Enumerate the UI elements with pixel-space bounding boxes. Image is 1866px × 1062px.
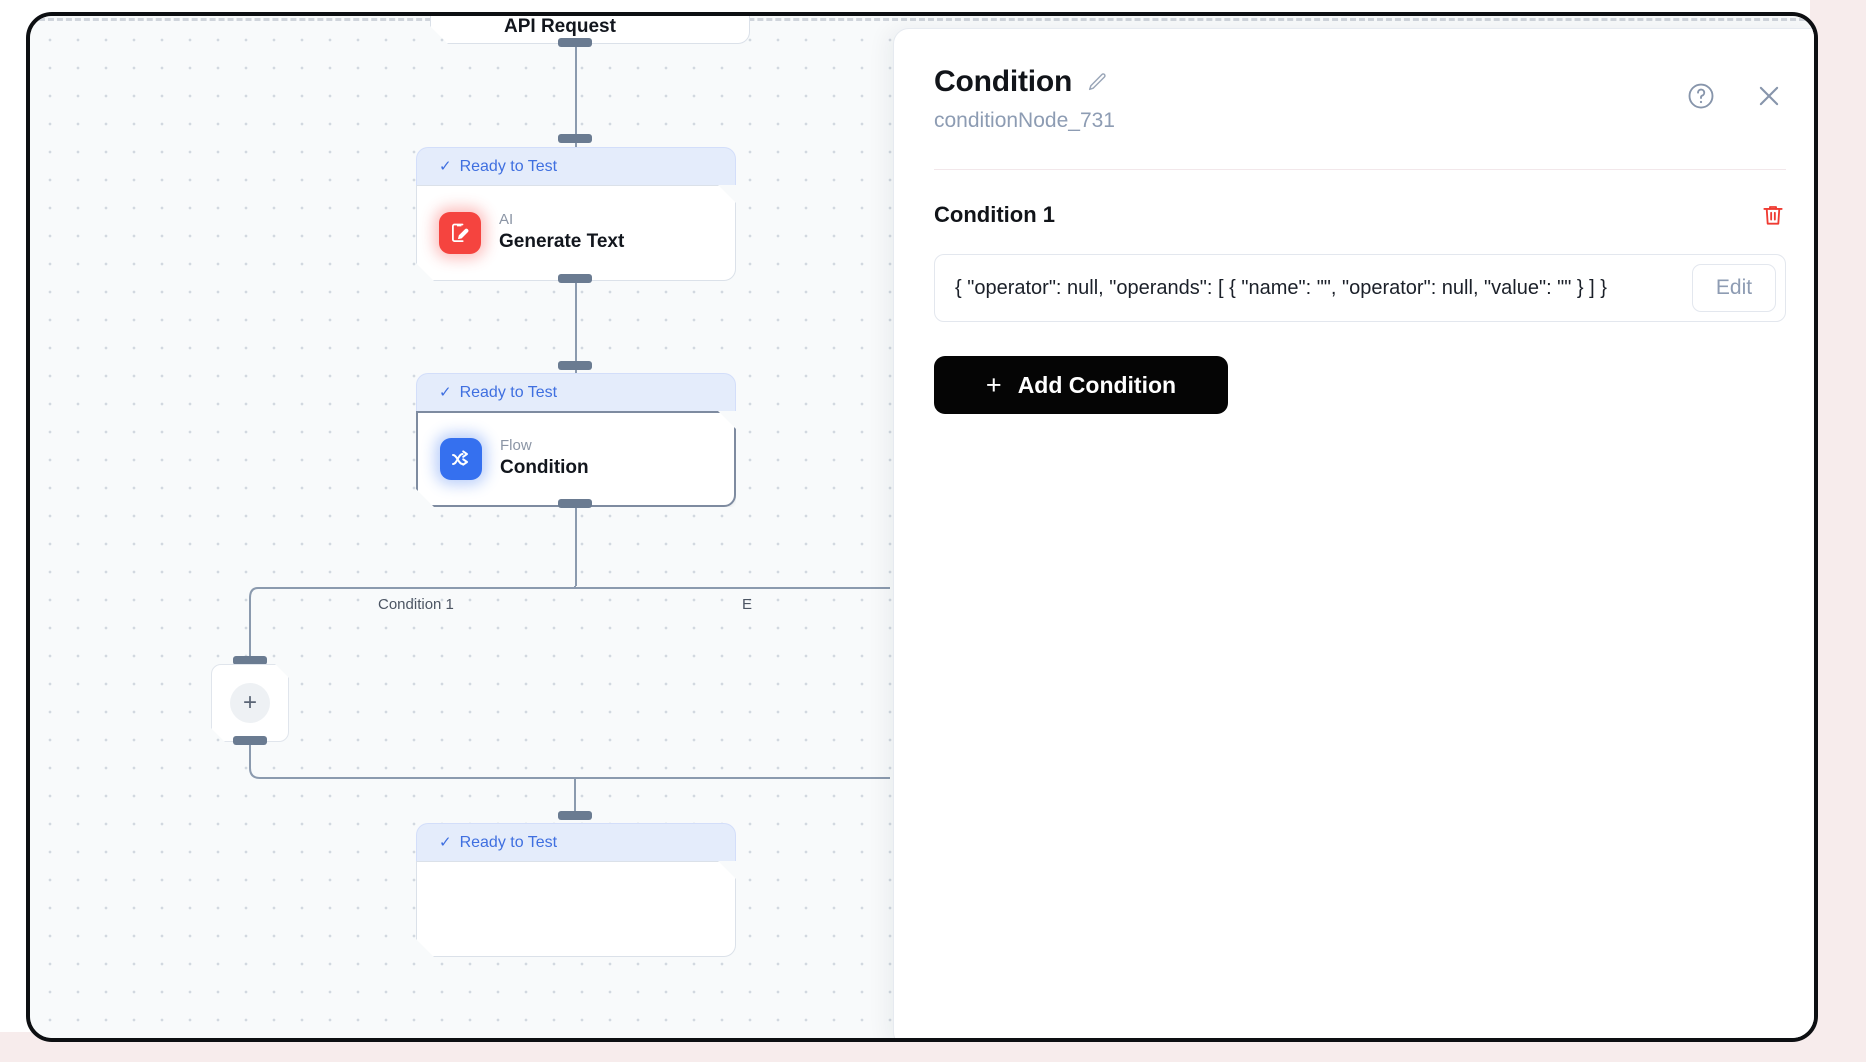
close-icon[interactable] [1754,81,1784,111]
add-condition-button[interactable]: + Add Condition [934,356,1228,414]
edge-generate-to-condition [575,281,577,391]
page-background-right [1810,0,1866,1062]
node-title-label: Generate Text [499,231,625,253]
node-handle-bottom-api [558,134,592,143]
node-status-badge: ✓ Ready to Test [416,147,736,185]
node-status-label: Ready to Test [459,383,558,401]
help-circle-icon[interactable] [1686,81,1716,111]
branch-label-else: E [742,596,753,613]
panel-header: Condition conditionNode_731 [894,29,1814,133]
panel-divider [934,169,1786,170]
node-status-badge: ✓ Ready to Test [416,373,736,411]
node-handle-bottom-generate [558,274,592,283]
edit-button[interactable]: Edit [1692,264,1776,312]
app-window: API Request ✓ Ready to Test [26,12,1818,1042]
node-card-generate-text[interactable]: AI Generate Text [416,185,736,281]
panel-body: Condition 1 { "operator": null, "operand… [894,170,1814,414]
trash-icon[interactable] [1760,202,1786,228]
page-title: Condition [934,65,1073,98]
node-status-label: Ready to Test [459,157,558,175]
panel-title-row: Condition [934,65,1786,99]
node-bottom[interactable]: ✓ Ready to Test [416,823,736,957]
node-handle-top-api [558,38,592,47]
node-handle-bottom-condition [558,499,592,508]
node-card-condition[interactable]: Flow Condition [416,411,736,507]
api-request-node-title: API Request [504,16,616,37]
node-status-badge: ✓ Ready to Test [416,823,736,861]
node-kind-label: AI [499,210,514,228]
plus-icon: + [985,369,1002,400]
node-card-bottom[interactable] [416,861,736,957]
ai-generate-text-icon [439,212,481,254]
check-icon: ✓ [439,158,452,175]
check-icon: ✓ [439,834,452,851]
canvas-top-dashed-edge [30,18,1814,21]
node-kind-label: Flow [500,436,532,454]
panel-header-actions [1686,81,1784,111]
flow-condition-icon [440,438,482,480]
condition-label: Condition 1 [934,202,1055,227]
node-handle-bottom-add [233,736,267,745]
edge-condition-trunk [575,506,577,586]
node-handle-top-condition [558,361,592,370]
node-id-label: conditionNode_731 [934,109,1115,132]
node-handle-top-bottom-node [558,811,592,820]
node-status-label: Ready to Test [459,833,558,851]
condition-value-input[interactable]: { "operator": null, "operands": [ { "nam… [934,254,1786,322]
pencil-icon[interactable] [1086,71,1108,93]
node-settings-panel: Condition conditionNode_731 [893,28,1814,1038]
node-text-condition: Flow Condition [500,438,589,480]
condition-value-row: { "operator": null, "operands": [ { "nam… [934,254,1786,322]
add-condition-label: Add Condition [1017,371,1177,398]
node-generate-text[interactable]: ✓ Ready to Test AI Generate Text [416,147,736,281]
node-title-label: Condition [500,457,589,479]
add-node-plus-icon: + [230,683,270,723]
condition-header-row: Condition 1 [934,202,1786,228]
check-icon: ✓ [439,384,452,401]
node-handle-top-add [233,656,267,665]
add-node-placeholder[interactable]: + [211,664,289,742]
node-text-generate-text: AI Generate Text [499,212,624,254]
edge-api-to-generate [575,44,577,154]
node-condition[interactable]: ✓ Ready to Test Flow Conditio [416,373,736,507]
branch-label-condition-1: Condition 1 [378,596,454,613]
